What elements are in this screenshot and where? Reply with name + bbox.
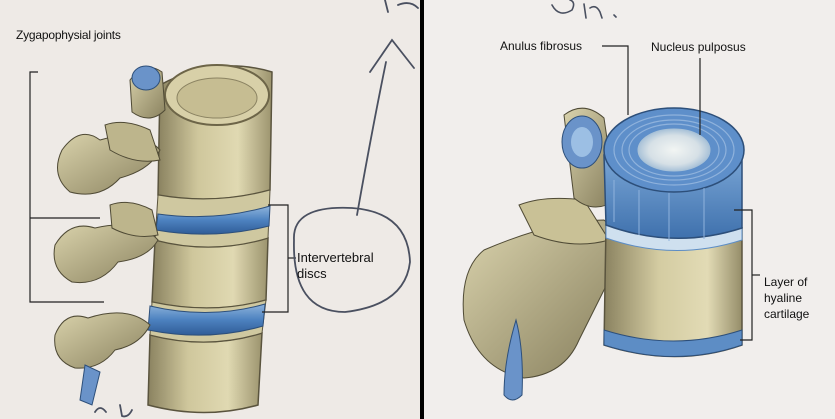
left-figure-panel: Zygapophysial joints Intervertebral disc…	[0, 0, 420, 419]
vertebral-body	[604, 225, 742, 357]
pen-scribble	[552, 0, 616, 18]
disc-shape	[604, 108, 744, 241]
intervertebral-label-line2: discs	[297, 267, 327, 282]
intervertebral-disc-illustration	[424, 0, 835, 419]
anulus-fibrosus-label: Anulus fibrosus	[500, 40, 582, 54]
intervertebral-label-line1: Intervertebral	[297, 251, 374, 266]
right-figure-panel: Anulus fibrosus Nucleus pulposus Layer o…	[424, 0, 835, 419]
hyaline-label-line3: cartilage	[764, 308, 809, 322]
zygapophysial-joints-label: Zygapophysial joints	[16, 29, 121, 43]
posterior-processes	[54, 66, 165, 405]
hyaline-label-line2: hyaline	[764, 292, 802, 306]
hyaline-label-line1: Layer of	[764, 276, 807, 290]
nucleus-pulposus-label: Nucleus pulposus	[651, 41, 746, 55]
vertebral-column-illustration	[0, 0, 420, 419]
posterior-arch	[463, 108, 619, 400]
